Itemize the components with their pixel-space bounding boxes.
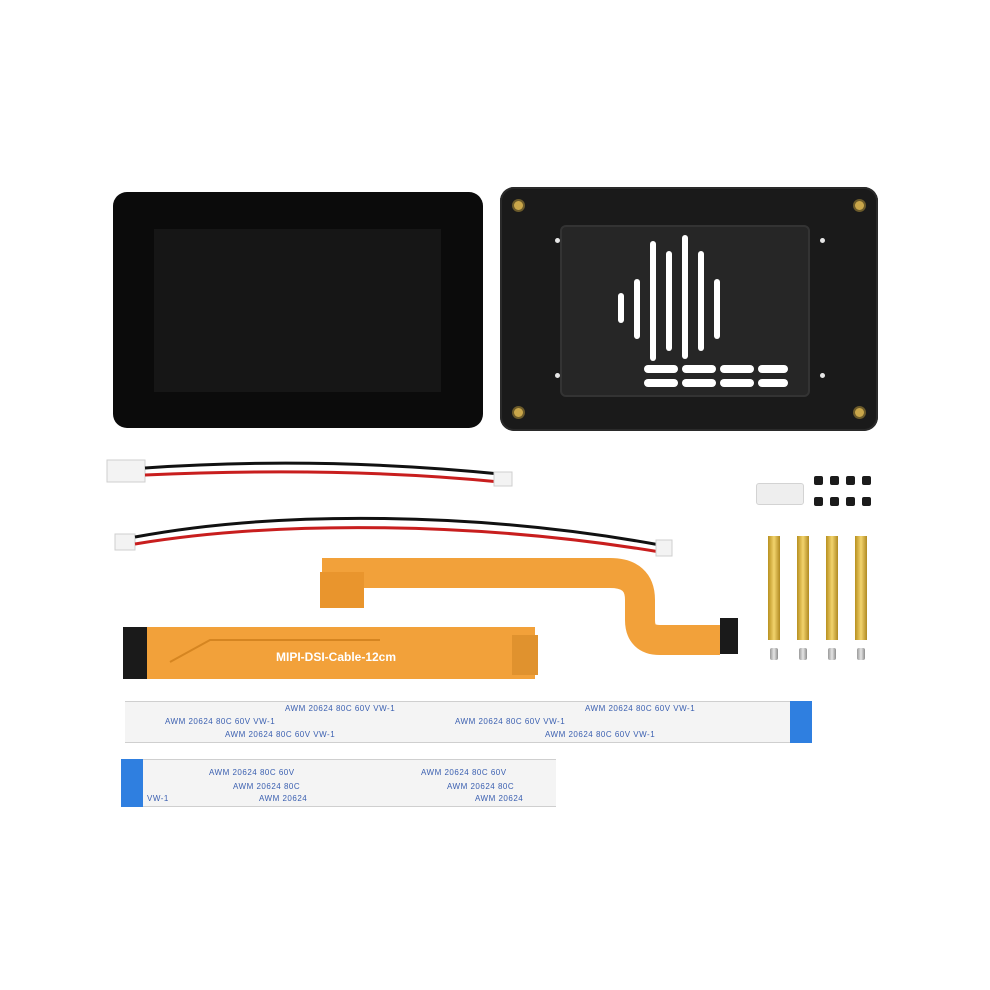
mipi-flex-cable-body <box>123 627 535 679</box>
vent-slot <box>758 379 788 387</box>
ffc-print: AWM 20624 <box>475 794 524 803</box>
ffc-ribbon-long: AWM 20624 80C 60V VW-1 AWM 20624 80C 60V… <box>125 701 790 743</box>
display-case-back <box>500 187 878 431</box>
brass-standoff <box>826 536 838 640</box>
mount-hole <box>820 238 825 243</box>
ffc-print: AWM 20624 80C 60V <box>209 768 295 777</box>
ffc-print: AWM 20624 80C 60V VW-1 <box>225 730 336 739</box>
vent-slot <box>682 365 716 373</box>
vent-slot <box>714 279 720 339</box>
display-panel-front <box>113 192 483 428</box>
vent-slot <box>698 251 704 351</box>
metal-screw <box>857 648 865 660</box>
vent-slot <box>666 251 672 351</box>
black-screw <box>846 476 855 485</box>
dsi-cable-label: DSI-Cable-12cm-C <box>440 586 545 600</box>
vent-slot <box>682 235 688 359</box>
ffc-print: AWM 20624 <box>259 794 308 803</box>
black-screw <box>814 476 823 485</box>
vent-slot <box>650 241 656 361</box>
metal-screw <box>770 648 778 660</box>
case-inner-cover <box>560 225 810 397</box>
short-wire <box>106 459 513 487</box>
black-screw <box>846 497 855 506</box>
ffc-print: AWM 20624 80C 60V VW-1 <box>545 730 656 739</box>
mipi-flex-end <box>512 635 538 675</box>
ffc-print: AWM 20624 80C 60V VW-1 <box>455 717 566 726</box>
black-screw <box>862 497 871 506</box>
mount-hole <box>555 238 560 243</box>
vent-slot <box>634 279 640 339</box>
mipi-flex-connector <box>123 627 147 679</box>
mount-hole <box>820 373 825 378</box>
dsi-flex-cable-body <box>322 558 720 655</box>
vent-slot <box>720 365 754 373</box>
ffc-print: AWM 20624 80C 60V <box>421 768 507 777</box>
brass-standoff <box>855 536 867 640</box>
case-screw <box>855 408 864 417</box>
mount-hole <box>555 373 560 378</box>
ffc-print: VW-1 <box>147 794 169 803</box>
ffc-print: AWM 20624 80C <box>233 782 301 791</box>
ffc-print: AWM 20624 80C 60V VW-1 <box>585 704 696 713</box>
ffc-print: AWM 20624 80C <box>447 782 515 791</box>
ffc-print: AWM 20624 80C 60V VW-1 <box>285 704 396 713</box>
vent-slot <box>618 293 624 323</box>
ffc-ribbon-short: AWM 20624 80C 60V AWM 20624 80C 60V AWM … <box>143 759 556 807</box>
connector-2pin <box>655 539 673 557</box>
dsi-flex-connector <box>720 618 738 654</box>
display-active-area <box>154 229 441 392</box>
plastic-clip <box>756 483 804 505</box>
vent-slot <box>758 365 788 373</box>
brass-standoff <box>768 536 780 640</box>
black-screw <box>830 497 839 506</box>
connector-2pin <box>114 533 136 551</box>
long-wire <box>114 516 673 557</box>
ffc-print: AWM 20624 80C 60V VW-1 <box>165 717 276 726</box>
vent-slot <box>644 365 678 373</box>
ffc-stiffener-blue <box>790 701 812 743</box>
black-screw <box>830 476 839 485</box>
metal-screw <box>799 648 807 660</box>
brass-standoff <box>797 536 809 640</box>
dsi-flex-end <box>320 572 364 608</box>
vent-slot <box>720 379 754 387</box>
mipi-cable-label: MIPI-DSI-Cable-12cm <box>276 650 397 664</box>
case-screw <box>855 201 864 210</box>
metal-screw <box>828 648 836 660</box>
connector-2pin <box>493 471 513 487</box>
connector-3pin <box>106 459 146 483</box>
case-screw <box>514 408 523 417</box>
vent-slot <box>644 379 678 387</box>
vent-slot <box>682 379 716 387</box>
black-screw <box>814 497 823 506</box>
case-screw <box>514 201 523 210</box>
ffc-stiffener-blue <box>121 759 143 807</box>
black-screw <box>862 476 871 485</box>
